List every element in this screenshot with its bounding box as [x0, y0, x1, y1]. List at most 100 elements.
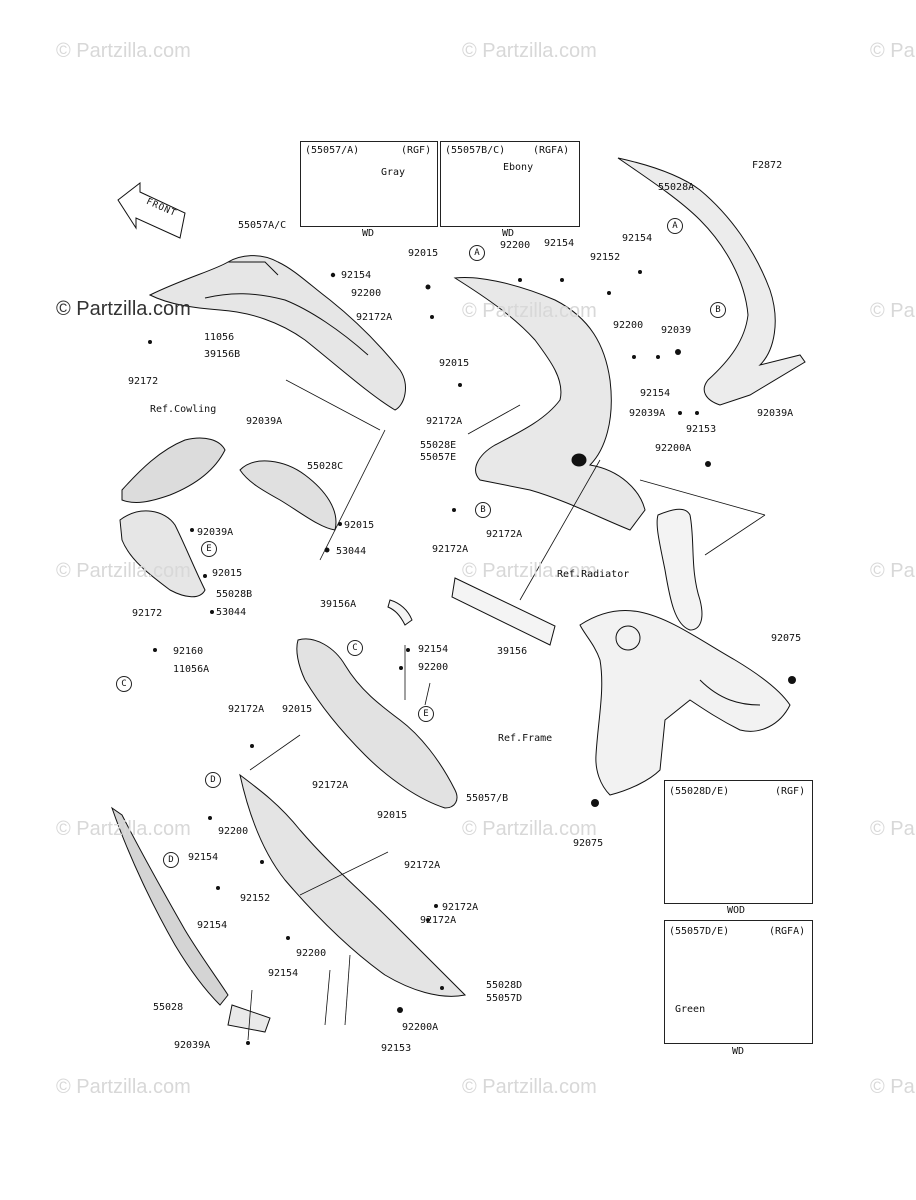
part-number: 92172 — [128, 376, 159, 387]
ref-cowling-label: Ref.Cowling — [150, 404, 217, 415]
watermark: © Partzilla.com — [462, 1076, 597, 1098]
watermark: © Partzilla.com — [462, 560, 597, 582]
inset-55057bc: (55057B/C) (RGFA) Ebony — [440, 141, 580, 227]
fastener-dots — [148, 270, 796, 1045]
inset-55028de: (55028D/E) (RGF) — [664, 780, 813, 904]
part-number: 92200 — [351, 288, 382, 299]
long-strip-55028-shape — [111, 806, 271, 1033]
part-number: 39156 — [497, 646, 528, 657]
part-number: 92200 — [296, 948, 327, 959]
watermark: © Partzilla.com — [462, 818, 597, 840]
part-number: 92200 — [218, 826, 249, 837]
part-number: 92154 — [188, 852, 219, 863]
watermark: © Partzilla.com — [56, 1076, 191, 1098]
ref-cowling-shape — [121, 437, 226, 503]
figure-code: F2872 — [752, 160, 783, 171]
watermark: © Partzilla.com — [870, 300, 916, 322]
part-number: 92172A — [420, 915, 457, 926]
inset-part: (55057B/C) — [445, 145, 506, 156]
part-number: 39156A — [320, 599, 357, 610]
part-number: 55028B — [216, 589, 253, 600]
inset-code: (RGFA) — [769, 926, 806, 937]
callout-circle: B — [710, 302, 726, 318]
part-number: 92154 — [622, 233, 653, 244]
middle-cowl-shape — [453, 276, 646, 531]
watermark: © Partzilla.com — [462, 40, 597, 62]
part-number: 92075 — [573, 838, 604, 849]
part-number: 92015 — [212, 568, 243, 579]
watermark: © Partzilla.com — [870, 40, 916, 62]
inset-model: WOD — [727, 905, 746, 916]
part-number: 55057D — [486, 993, 523, 1004]
seal-39156a-shape — [387, 599, 413, 626]
part-number: 92015 — [439, 358, 470, 369]
belly-pan-shape — [239, 773, 467, 997]
part-number: 92154 — [268, 968, 299, 979]
ref-radiator-label: Ref.Radiator — [557, 569, 630, 580]
part-number: 55028A — [658, 182, 695, 193]
part-number: 92172A — [356, 312, 393, 323]
part-number: 92154 — [640, 388, 671, 399]
part-number: 92200 — [500, 240, 531, 251]
front-arrow-icon — [117, 181, 186, 239]
part-number: 92039A — [629, 408, 666, 419]
side-fairing-a-shape — [617, 157, 806, 406]
part-number: 39156B — [204, 349, 241, 360]
part-number: 92152 — [590, 252, 621, 263]
part-number: 92172A — [432, 544, 469, 555]
inset-model: WD — [732, 1046, 745, 1057]
gasket-strip-39156-shape — [451, 577, 556, 646]
callout-circle: A — [469, 245, 485, 261]
callout-circle: E — [418, 706, 434, 722]
watermark: © Partzilla.com — [870, 1076, 916, 1098]
part-number: 55028E — [420, 440, 457, 451]
watermark: © Partzilla.com — [870, 560, 916, 582]
part-number: 92039 — [661, 325, 692, 336]
watermark: © Partzilla.com — [56, 298, 191, 320]
frame-outline — [579, 610, 791, 796]
part-number: 55057E — [420, 452, 457, 463]
part-number: 92172A — [312, 780, 349, 791]
part-number: 55028D — [486, 980, 523, 991]
part-number: 92172A — [426, 416, 463, 427]
leader-lines — [247, 379, 766, 1041]
part-number: 92200A — [655, 443, 692, 454]
inset-code: (RGF) — [401, 145, 432, 156]
part-number: 92152 — [240, 893, 271, 904]
part-number: 55057/B — [466, 793, 509, 804]
inset-55057de: (55057D/E) (RGFA) Green — [664, 920, 813, 1044]
watermark: © Partzilla.com — [56, 560, 191, 582]
part-number: 92200 — [418, 662, 449, 673]
part-number: 92039A — [197, 527, 234, 538]
part-number: 92153 — [381, 1043, 412, 1054]
callout-circle: D — [163, 852, 179, 868]
watermark: © Partzilla.com — [462, 300, 597, 322]
part-number: 92200A — [402, 1022, 439, 1033]
callout-circle: B — [475, 502, 491, 518]
part-number: 92172A — [486, 529, 523, 540]
inset-color: Gray — [381, 167, 406, 178]
part-number: 55028C — [307, 461, 344, 472]
part-number: 53044 — [216, 607, 247, 618]
upper-cowl-shape — [148, 255, 406, 411]
part-number: 92172A — [404, 860, 441, 871]
part-number: 92075 — [771, 633, 802, 644]
part-number: 92015 — [344, 520, 375, 531]
inset-part: (55057/A) — [305, 145, 360, 156]
callout-circle: E — [201, 541, 217, 557]
part-number: 11056A — [173, 664, 210, 675]
part-number: 92172 — [132, 608, 163, 619]
panel-55028b-shape — [119, 510, 206, 598]
part-number: 92154 — [544, 238, 575, 249]
callout-circle: A — [667, 218, 683, 234]
lower-cowl-b-shape — [296, 638, 458, 809]
inset-color: Green — [675, 1004, 706, 1015]
part-number: 53044 — [336, 546, 367, 557]
inset-code: (RGF) — [775, 786, 806, 797]
part-number: 92154 — [197, 920, 228, 931]
part-number: 92039A — [246, 416, 283, 427]
watermark: © Partzilla.com — [56, 40, 191, 62]
part-number: 92172A — [442, 902, 479, 913]
callout-circle: C — [347, 640, 363, 656]
